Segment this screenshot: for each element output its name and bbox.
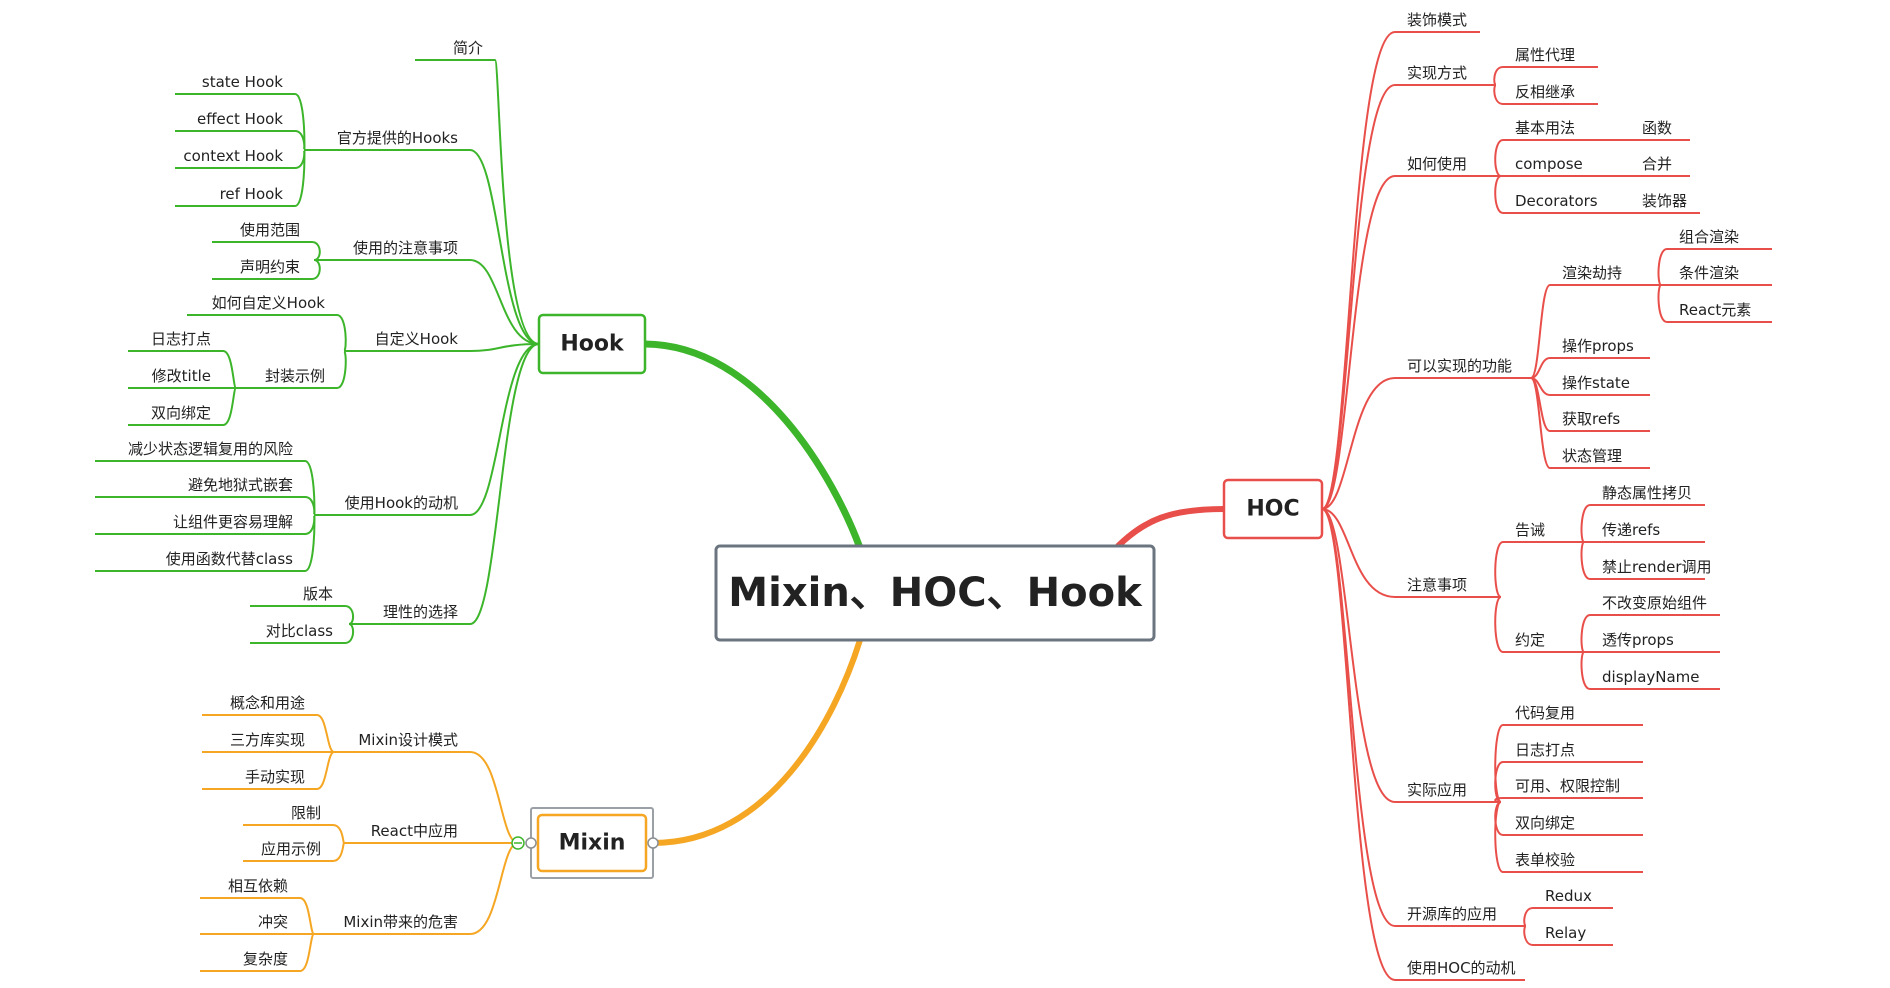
- topic-node: 官方提供的Hooks: [337, 129, 458, 147]
- topic-node: 透传props: [1602, 631, 1674, 649]
- topic-node: 实现方式: [1407, 64, 1467, 82]
- topic-node: 修改title: [152, 367, 211, 385]
- topic-node: 复杂度: [243, 950, 288, 968]
- topic-node: 开源库的应用: [1407, 905, 1497, 923]
- topic-node: 如何自定义Hook: [212, 294, 326, 312]
- topic-node: 减少状态逻辑复用的风险: [128, 440, 293, 458]
- connector-lines: [95, 31, 1772, 981]
- connector-handle-icon[interactable]: [647, 837, 659, 849]
- topic-node: 实际应用: [1407, 781, 1467, 799]
- central-topic[interactable]: Mixin、HOC、Hook: [714, 544, 1156, 642]
- topic-node: 封装示例: [265, 367, 325, 385]
- topic-node: 日志打点: [151, 330, 211, 348]
- topic-node: 手动实现: [245, 768, 305, 786]
- topic-node: 表单校验: [1515, 851, 1575, 869]
- topic-node: 可以实现的功能: [1407, 357, 1512, 375]
- topic-node: 约定: [1515, 631, 1545, 649]
- topic-node: 日志打点: [1515, 741, 1575, 759]
- topic-node: 告诫: [1515, 521, 1545, 539]
- topic-node: Decorators: [1515, 192, 1598, 210]
- topic-node: 限制: [291, 804, 321, 822]
- topic-node: 版本: [303, 585, 333, 603]
- topic-node: 避免地狱式嵌套: [188, 476, 293, 494]
- central-topic-label: Mixin、HOC、Hook: [728, 570, 1143, 616]
- main-topic-hoc[interactable]: HOC: [1222, 478, 1324, 540]
- topic-node: 注意事项: [1407, 576, 1467, 594]
- topic-node: 理性的选择: [383, 603, 458, 621]
- topic-node: effect Hook: [197, 110, 283, 128]
- topic-node: 声明约束: [240, 258, 300, 276]
- topic-node: compose: [1515, 155, 1583, 173]
- topic-node: 概念和用途: [230, 694, 305, 712]
- topic-node: React元素: [1679, 301, 1751, 319]
- topic-node: 操作state: [1562, 374, 1630, 392]
- topic-node: 让组件更容易理解: [173, 513, 293, 531]
- topic-node: 自定义Hook: [375, 330, 459, 348]
- topic-node: 装饰器: [1642, 192, 1687, 210]
- topic-node: 条件渲染: [1679, 264, 1739, 282]
- topic-node: displayName: [1602, 668, 1700, 686]
- topic-node: 简介: [453, 39, 483, 57]
- topic-node: 传递refs: [1602, 521, 1660, 539]
- topic-node: 获取refs: [1562, 410, 1620, 428]
- topic-node: React中应用: [371, 822, 458, 840]
- topic-node: 代码复用: [1515, 704, 1575, 722]
- topic-node: 可用、权限控制: [1515, 777, 1620, 795]
- topic-node: 相互依赖: [228, 877, 288, 895]
- topic-node: 使用HOC的动机: [1407, 959, 1516, 977]
- topic-node: 组合渲染: [1679, 228, 1739, 246]
- topic-node: 反相继承: [1515, 83, 1575, 101]
- topic-node: 对比class: [266, 622, 333, 640]
- topic-node: 属性代理: [1515, 46, 1575, 64]
- main-topic-mixin[interactable]: Mixin: [530, 807, 654, 879]
- topic-node: 状态管理: [1562, 447, 1622, 465]
- main-topic-hook[interactable]: Hook: [537, 313, 647, 375]
- topic-node: 冲突: [258, 913, 288, 931]
- connector-handle-icon[interactable]: [525, 837, 537, 849]
- topic-node: 应用示例: [261, 840, 321, 858]
- topic-node: 合并: [1642, 155, 1672, 173]
- topic-node: 使用的注意事项: [353, 239, 458, 257]
- topic-node: 禁止render调用: [1602, 558, 1712, 576]
- mixin-collapse-controls[interactable]: [511, 836, 659, 850]
- topic-node: context Hook: [183, 147, 283, 165]
- main-topic-hoc-label: HOC: [1246, 497, 1299, 522]
- main-topic-hook-label: Hook: [560, 332, 625, 357]
- topic-node: 静态属性拷贝: [1602, 484, 1692, 502]
- topic-node: 如何使用: [1407, 155, 1467, 173]
- topic-node: ref Hook: [220, 185, 284, 203]
- topic-node: state Hook: [202, 73, 283, 91]
- topic-node: 使用函数代替class: [166, 550, 293, 568]
- topic-node: 函数: [1642, 119, 1672, 137]
- main-topic-mixin-label: Mixin: [559, 831, 626, 856]
- topic-node: 使用Hook的动机: [345, 494, 458, 512]
- topic-node: 不改变原始组件: [1602, 594, 1707, 612]
- topic-node: 基本用法: [1515, 119, 1575, 137]
- topic-node: Redux: [1545, 887, 1592, 905]
- topic-node: Mixin带来的危害: [343, 913, 458, 931]
- topic-node: Relay: [1545, 924, 1586, 942]
- topic-node: 操作props: [1562, 337, 1634, 355]
- topic-node: 双向绑定: [1515, 814, 1575, 832]
- topic-node: 三方库实现: [230, 731, 305, 749]
- topic-node: 使用范围: [240, 221, 300, 239]
- topic-node: 双向绑定: [151, 404, 211, 422]
- topic-node: 装饰模式: [1407, 11, 1467, 29]
- topic-node: 渲染劫持: [1562, 264, 1622, 282]
- topic-node: Mixin设计模式: [358, 731, 458, 749]
